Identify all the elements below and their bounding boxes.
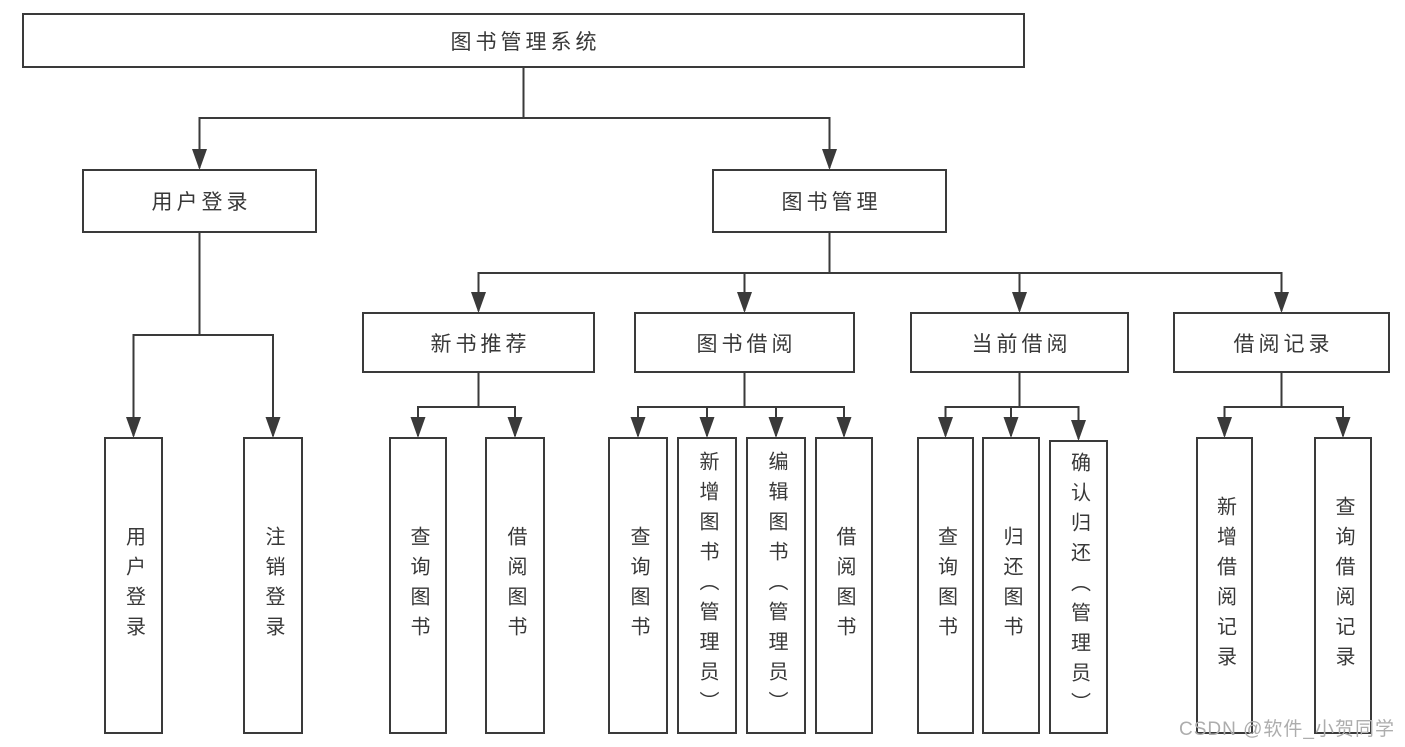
arrowhead-icon <box>192 149 207 170</box>
node-new-book-recommendation-label: 新书推荐 <box>430 332 531 356</box>
node-add-borrow-record: 新增借阅记录 <box>1196 437 1253 734</box>
node-borrowing-records-label: 借阅记录 <box>1233 332 1334 356</box>
node-query-books-recommend-label: 查询图书 <box>407 525 429 646</box>
node-query-books-borrowing-label: 查询图书 <box>627 525 649 646</box>
node-book-borrowing-label: 图书借阅 <box>696 332 797 356</box>
node-return-books-label: 归还图书 <box>1000 525 1022 646</box>
node-query-books-borrowing: 查询图书 <box>608 437 668 734</box>
node-query-books-current: 查询图书 <box>917 437 974 734</box>
node-user-login: 用户登录 <box>82 169 317 233</box>
node-add-books-admin-label: 新增图书（管理员） <box>696 450 718 721</box>
arrowhead-icon <box>737 292 752 313</box>
arrowhead-icon <box>836 417 852 438</box>
node-library-management-system: 图书管理系统 <box>22 13 1025 68</box>
node-current-borrowing-label: 当前借阅 <box>971 332 1072 356</box>
arrowhead-icon <box>126 417 141 438</box>
node-confirm-return-admin-label: 确认归还（管理员） <box>1067 452 1090 722</box>
arrowhead-icon <box>1003 417 1019 438</box>
node-book-management-label: 图书管理 <box>781 191 882 214</box>
node-edit-books-admin-label: 编辑图书（管理员） <box>765 450 787 721</box>
node-new-book-recommendation: 新书推荐 <box>362 312 595 373</box>
arrowhead-icon <box>471 292 486 313</box>
node-logout: 注销登录 <box>243 437 303 734</box>
arrowhead-icon <box>630 417 646 438</box>
arrowhead-icon <box>1071 420 1086 441</box>
node-query-books-recommend: 查询图书 <box>389 437 447 734</box>
node-user-login-leaf-label: 用户登录 <box>122 525 145 646</box>
node-query-borrow-record-label: 查询借阅记录 <box>1332 495 1354 676</box>
arrowhead-icon <box>1335 417 1351 438</box>
node-borrow-books-borrowing-label: 借阅图书 <box>833 525 855 646</box>
node-add-books-admin: 新增图书（管理员） <box>677 437 737 734</box>
node-borrow-books-recommend: 借阅图书 <box>485 437 545 734</box>
node-current-borrowing: 当前借阅 <box>910 312 1129 373</box>
arrowhead-icon <box>1217 417 1232 438</box>
arrowhead-icon <box>1012 292 1027 313</box>
node-query-books-current-label: 查询图书 <box>934 525 957 646</box>
node-logout-label: 注销登录 <box>262 525 284 646</box>
arrowhead-icon <box>265 417 281 438</box>
arrowhead-icon <box>699 417 715 438</box>
node-confirm-return-admin: 确认归还（管理员） <box>1049 440 1108 734</box>
node-borrow-books-recommend-label: 借阅图书 <box>504 525 526 646</box>
node-book-management: 图书管理 <box>712 169 947 233</box>
node-return-books: 归还图书 <box>982 437 1040 734</box>
arrowhead-icon <box>1274 292 1289 313</box>
node-book-borrowing: 图书借阅 <box>634 312 855 373</box>
arrowhead-icon <box>410 417 426 438</box>
node-edit-books-admin: 编辑图书（管理员） <box>746 437 806 734</box>
node-library-management-system-label: 图书管理系统 <box>450 30 601 54</box>
node-add-borrow-record-label: 新增借阅记录 <box>1213 495 1236 676</box>
arrowhead-icon <box>507 417 523 438</box>
node-query-borrow-record: 查询借阅记录 <box>1314 437 1372 734</box>
watermark: CSDN @软件_小贺同学 <box>1179 719 1395 740</box>
node-borrow-books-borrowing: 借阅图书 <box>815 437 873 734</box>
arrowhead-icon <box>768 417 784 438</box>
node-borrowing-records: 借阅记录 <box>1173 312 1390 373</box>
arrowhead-icon <box>938 417 953 438</box>
node-user-login-label: 用户登录 <box>151 191 252 214</box>
node-user-login-leaf: 用户登录 <box>104 437 163 734</box>
arrowhead-icon <box>822 149 837 170</box>
